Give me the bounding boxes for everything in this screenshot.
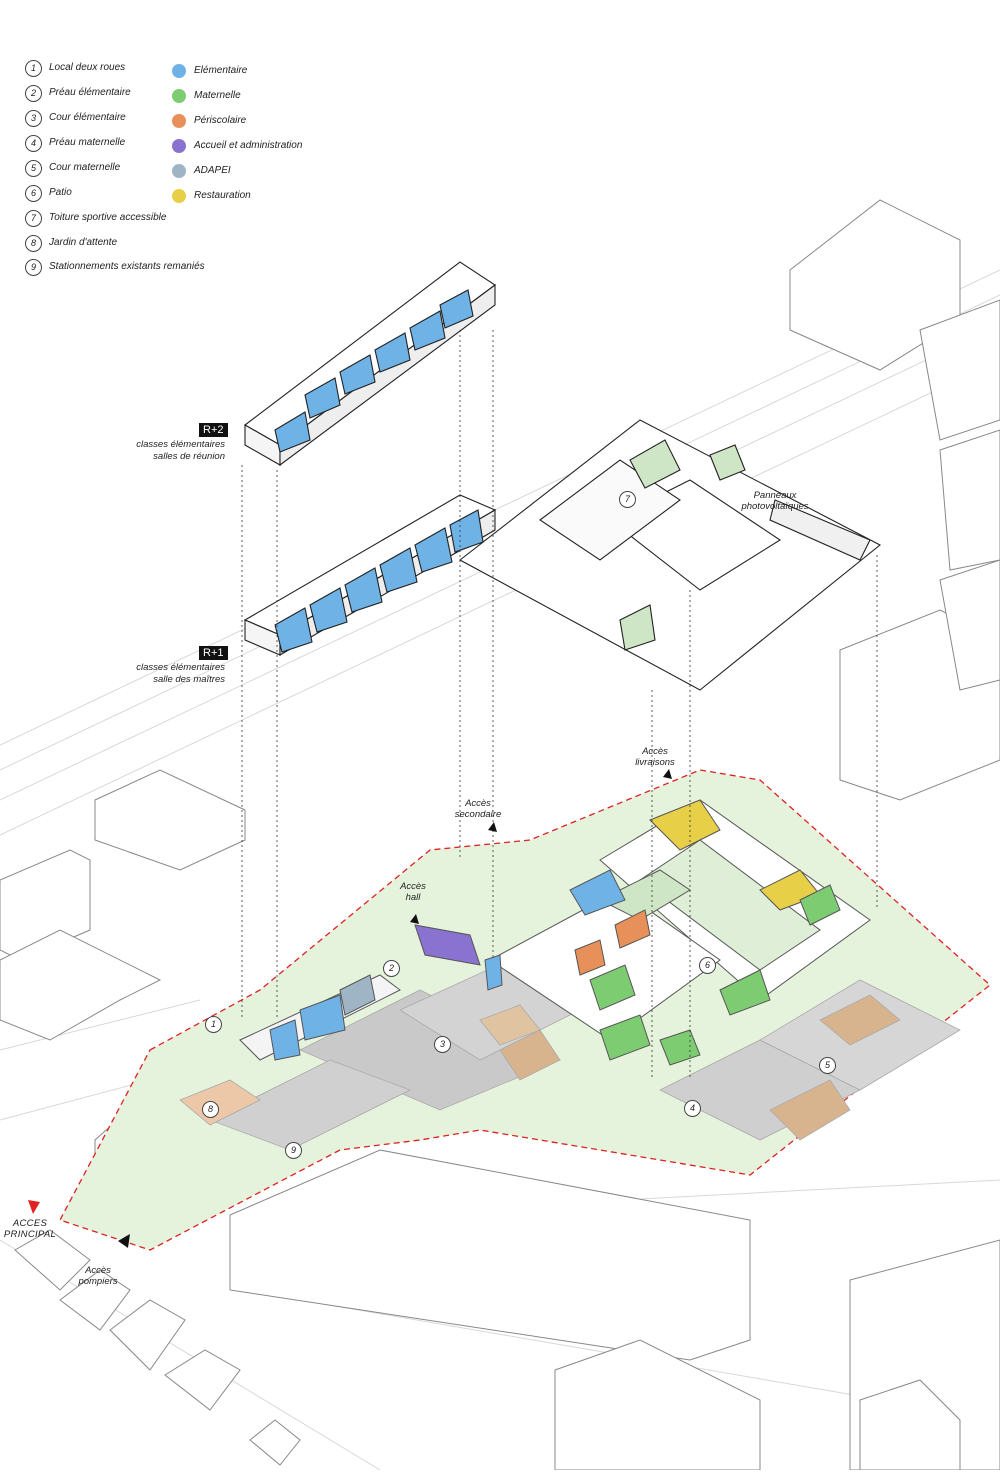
level-r1: [243, 494, 497, 656]
ground-paving: [179, 954, 961, 1151]
access-line: secondaire: [454, 809, 502, 820]
plan-number: 5: [819, 1057, 836, 1074]
level-note-line: classes élémentaires: [136, 662, 225, 673]
legend-num: 8: [25, 235, 42, 252]
legend-label: Local deux roues: [49, 62, 126, 73]
legend-color-label: ADAPEI: [194, 165, 231, 176]
legend-num: 7: [25, 210, 42, 227]
level-tag-r1: R+1: [199, 646, 228, 660]
arrow-pompiers-icon: [118, 1234, 130, 1248]
legend-num: 3: [25, 110, 42, 127]
plan-number: 8: [202, 1101, 219, 1118]
access-line: livraisons: [635, 757, 675, 768]
ground-floor-plan: [239, 799, 871, 1066]
plan-number: 3: [434, 1036, 451, 1053]
level-roof: [458, 419, 881, 691]
access-line: PRINCIPAL: [3, 1229, 57, 1240]
access-line: Accès: [642, 746, 668, 757]
access-line: Accès: [85, 1265, 111, 1276]
access-hall: Accès hall: [388, 881, 438, 903]
legend-num: 6: [25, 185, 42, 202]
level-note-line: classes élémentaires: [136, 439, 225, 450]
context-buildings: [0, 199, 1000, 1471]
guide-lines: [241, 330, 878, 1080]
swatch-maternelle: [172, 89, 186, 103]
legend-num: 1: [25, 60, 42, 77]
access-livraisons: Accès livraisons: [625, 746, 685, 768]
arrow-livraisons-icon: [663, 769, 672, 779]
arrow-secondaire-icon: [488, 822, 497, 832]
access-line: Accès: [400, 881, 426, 892]
plan-number: 2: [383, 960, 400, 977]
legend-label: Cour maternelle: [49, 162, 121, 173]
legend-label: Patio: [49, 187, 72, 198]
arrow-hall-icon: [410, 914, 419, 924]
legend-label: Stationnements existants remaniés: [49, 261, 205, 272]
swatch-elementaire: [172, 64, 186, 78]
access-line: pompiers: [78, 1276, 118, 1287]
legend-color-label: Restauration: [194, 190, 251, 201]
legend-label: Cour élémentaire: [49, 112, 126, 123]
swatch-accueil: [172, 139, 186, 153]
plan-number: 7: [619, 491, 636, 508]
swatch-periscolaire: [172, 114, 186, 128]
level-note-r2: classes élémentaires salles de réunion: [120, 439, 225, 463]
legend-num: 2: [25, 85, 42, 102]
legend-num: 5: [25, 160, 42, 177]
plan-number: 9: [285, 1142, 302, 1159]
roof-note: Panneaux photovoltaïques: [740, 490, 810, 512]
plan-number: 6: [699, 957, 716, 974]
level-note-line: salle des maîtres: [153, 674, 225, 685]
access-principal: ACCES PRINCIPAL: [0, 1218, 60, 1240]
plan-number: 4: [684, 1100, 701, 1117]
swatch-restauration: [172, 189, 186, 203]
roof-note-line: photovoltaïques: [741, 501, 809, 512]
level-r2: [244, 261, 496, 467]
arrow-principal-icon: [28, 1200, 40, 1214]
level-tag-r2: R+2: [199, 423, 228, 437]
access-arrows: [28, 769, 672, 1248]
roof-note-line: Panneaux: [753, 490, 797, 501]
legend-label: Préau élémentaire: [49, 87, 131, 98]
legend-color-label: Périscolaire: [194, 115, 247, 126]
legend-color-label: Maternelle: [194, 90, 241, 101]
access-line: hall: [405, 892, 421, 903]
legend-num: 9: [25, 259, 42, 276]
legend-num: 4: [25, 135, 42, 152]
legend-label: Toiture sportive accessible: [49, 212, 167, 223]
access-pompiers: Accès pompiers: [68, 1265, 128, 1287]
legend-color-label: Elémentaire: [194, 65, 248, 76]
access-secondaire: Accès secondaire: [448, 798, 508, 820]
legend-color-label: Accueil et administration: [194, 140, 303, 151]
swatch-adapei: [172, 164, 186, 178]
legend-label: Préau maternelle: [49, 137, 126, 148]
access-line: ACCES: [12, 1218, 48, 1229]
legend-label: Jardin d'attente: [49, 237, 118, 248]
access-line: Accès: [465, 798, 491, 809]
plan-number: 1: [205, 1016, 222, 1033]
level-note-line: salles de réunion: [153, 451, 225, 462]
level-note-r1: classes élémentaires salle des maîtres: [120, 662, 225, 686]
